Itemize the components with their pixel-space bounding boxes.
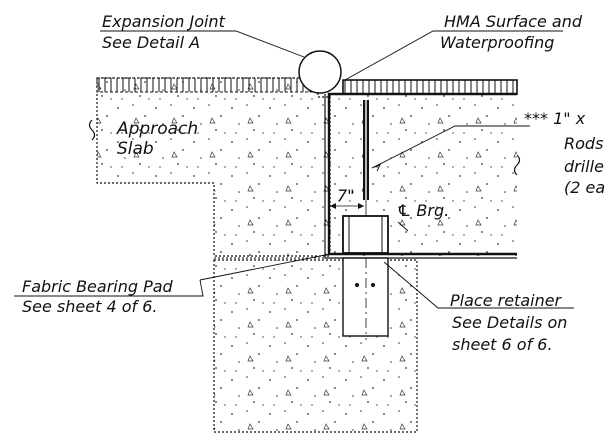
hma-surface-layer	[342, 79, 518, 95]
label-hma-1: HMA Surface and	[444, 12, 583, 31]
label-approach: Approach	[116, 119, 198, 139]
text-labels: Expansion Joint See Detail A HMA Surface…	[22, 12, 605, 354]
abutment-seat	[213, 257, 420, 433]
label-dimension-7: 7"	[337, 186, 355, 205]
label-expansion-joint-1: Expansion Joint	[102, 12, 226, 31]
label-note-4: (2 ea	[564, 178, 605, 197]
label-retainer-2: See Details on	[452, 313, 567, 332]
approach-surface-layer	[96, 77, 319, 93]
label-retainer-1: Place retainer	[450, 291, 563, 310]
dimension-7in	[330, 200, 367, 216]
expansion-joint-marker	[298, 50, 342, 94]
label-note-3: drille	[564, 157, 604, 176]
label-note-2: Rods	[564, 134, 603, 153]
retainer-block	[342, 257, 389, 337]
label-fabric-1: Fabric Bearing Pad	[22, 277, 174, 296]
label-slab: Slab	[117, 139, 154, 159]
break-line-right	[513, 154, 521, 176]
deck-girder-end	[324, 79, 521, 259]
label-fabric-2: See sheet 4 of 6.	[22, 297, 158, 316]
break-line-left	[88, 119, 96, 141]
bearing-cap	[342, 215, 389, 254]
label-retainer-3: sheet 6 of 6.	[452, 335, 553, 354]
label-note-star: *** 1" x	[524, 109, 586, 128]
approach-slab	[88, 77, 331, 257]
label-expansion-joint-2: See Detail A	[102, 33, 200, 52]
label-hma-2: Waterproofing	[440, 33, 554, 52]
label-cl-brg: ℄ Brg.	[397, 201, 449, 220]
leader-lines	[14, 30, 574, 309]
